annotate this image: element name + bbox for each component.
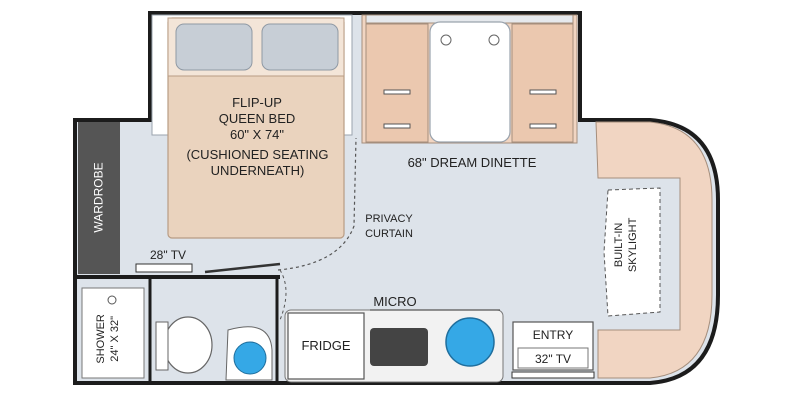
privacy-curtain-line [277, 137, 357, 271]
dinette-table [429, 21, 511, 143]
pillow-right [261, 23, 339, 71]
table-cup-holder-left [440, 34, 452, 46]
stove [370, 328, 428, 366]
fridge-label: FRIDGE [301, 338, 351, 353]
shower-drain [107, 295, 117, 305]
seatbelt-2 [383, 123, 411, 129]
bed-label-3: 60" X 74" [229, 127, 285, 142]
bed-label-1: FLIP-UP [232, 95, 282, 110]
dinette-seat-right [511, 23, 574, 143]
bed-label-5: UNDERNEATH) [210, 163, 305, 178]
wardrobe [78, 122, 120, 274]
entry-step-inner [517, 347, 589, 369]
tv-32-shape [511, 371, 595, 379]
wardrobe-label: WARDROBE [91, 162, 106, 233]
cab-seating [595, 121, 713, 379]
seatbelt-3 [529, 89, 557, 95]
tv-28-label: 28" TV [149, 248, 187, 262]
dinette-seat-left [365, 23, 429, 143]
tv-32-label: 32" TV [534, 352, 572, 366]
built-in-skylight [603, 187, 661, 317]
privacy-label-1: PRIVACY [365, 213, 413, 225]
pillow-left [175, 23, 253, 71]
skylight-label-2: SKYLIGHT [627, 217, 640, 273]
outer-wall [73, 11, 720, 385]
bed-label-4: (CUSHIONED SEATING [186, 147, 329, 162]
toilet-tank [155, 321, 169, 371]
shower-label-1: SHOWER [95, 314, 108, 364]
seatbelt-1 [383, 89, 411, 95]
shower-label-2: 24" X 32" [109, 316, 122, 362]
dinette-label: 68" DREAM DINETTE [407, 155, 537, 170]
table-cup-holder-right [488, 34, 500, 46]
bath-sink [233, 341, 267, 375]
micro-label: MICRO [373, 294, 417, 309]
bathroom-door [204, 262, 281, 274]
skylight-label-1: BUILT-IN [613, 222, 626, 268]
tv-28-shape [135, 263, 193, 273]
fridge [287, 312, 365, 380]
entry-label: ENTRY [532, 328, 574, 342]
kitchen-sink [445, 317, 495, 367]
toilet [163, 316, 213, 374]
bed-label-2: QUEEN BED [218, 111, 296, 126]
seatbelt-4 [529, 123, 557, 129]
privacy-label-2: CURTAIN [365, 228, 413, 240]
